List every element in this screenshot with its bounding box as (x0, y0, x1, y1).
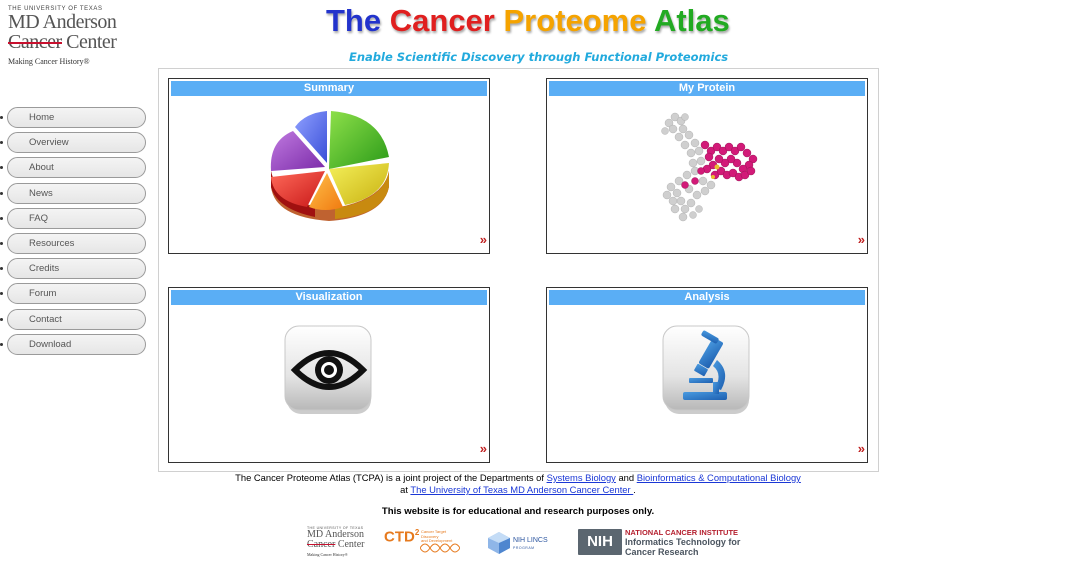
double-chevron-right-icon[interactable]: » (857, 441, 865, 456)
bullet-icon (0, 241, 3, 245)
nav-item-contact[interactable]: Contact (0, 308, 150, 330)
partner-md-line1: MD Anderson (307, 529, 364, 540)
mdanderson-partner-logo[interactable]: THE UNIVERSITY OF TEXAS MD Anderson Canc… (307, 526, 372, 557)
partner-md-university: THE UNIVERSITY OF TEXAS (307, 526, 364, 530)
visualization-card-title[interactable]: Visualization (171, 290, 487, 305)
nav-overview-button[interactable]: Overview (7, 132, 146, 154)
double-chevron-right-icon[interactable]: » (857, 232, 865, 247)
footer-line1-pre: The Cancer Proteome Atlas (TCPA) is a jo… (235, 472, 547, 483)
title-word-4: Atlas (653, 3, 730, 38)
logo-line2-strike: Cancer (8, 31, 62, 53)
nav-item-download[interactable]: Download (0, 333, 150, 355)
nih-lincs-sub: PROGRAM (513, 546, 535, 550)
bullet-icon (0, 216, 3, 220)
nav-item-news[interactable]: News (0, 182, 150, 204)
bullet-icon (0, 342, 3, 346)
footer-line2-post: . (633, 484, 636, 495)
nav-item-about[interactable]: About (0, 157, 150, 179)
nav-item-credits[interactable]: Credits (0, 258, 150, 280)
logo-university: THE UNIVERSITY OF TEXAS (8, 6, 103, 12)
my-protein-card-title[interactable]: My Protein (549, 81, 865, 96)
ctd2-text-1: Cancer Target Discovery (421, 529, 447, 539)
summary-card-title[interactable]: Summary (171, 81, 487, 96)
partner-md-line2-strike: Cancer (307, 539, 336, 550)
bullet-icon (0, 141, 3, 145)
analysis-card-title[interactable]: Analysis (549, 290, 865, 305)
nci-line3: Cancer Research (625, 547, 699, 557)
bullet-icon (0, 166, 3, 170)
page-subtitle: Enable Scientific Discovery through Func… (349, 50, 729, 64)
logo-line2: Cancer Center (8, 32, 143, 52)
dna-helix-icon (420, 543, 460, 553)
nih-lincs-logo[interactable]: NIH LINCS PROGRAM (486, 531, 556, 555)
ctd2-text-2: and Development (421, 538, 453, 543)
bullet-icon (0, 267, 3, 271)
nav-about-button[interactable]: About (7, 157, 146, 179)
nci-line1: NATIONAL CANCER INSTITUTE (625, 528, 739, 537)
visualization-card[interactable]: Visualization » (168, 287, 490, 463)
nci-line2: Informatics Technology for (625, 537, 741, 547)
title-word-3: Proteome (503, 3, 647, 38)
nav-resources-button[interactable]: Resources (7, 232, 146, 254)
nav-forum-button[interactable]: Forum (7, 283, 146, 305)
footer-credits: The Cancer Proteome Atlas (TCPA) is a jo… (0, 472, 1036, 496)
systems-biology-link[interactable]: Systems Biology (546, 472, 616, 483)
bullet-icon (0, 191, 3, 195)
logo-tagline: Making Cancer History® (8, 57, 90, 66)
nav-item-overview[interactable]: Overview (0, 132, 150, 154)
partner-md-line2-rest: Center (335, 539, 365, 550)
partner-md-line2: Cancer Center (307, 540, 372, 550)
main-panel: Summary » My Protein (158, 68, 879, 472)
nav-contact-button[interactable]: Contact (7, 308, 146, 330)
ut-mdanderson-link[interactable]: The University of Texas MD Anderson Canc… (410, 484, 634, 495)
nav-credits-button[interactable]: Credits (7, 258, 146, 280)
summary-card[interactable]: Summary » (168, 78, 490, 254)
logo-line2-rest: Center (61, 31, 117, 53)
partner-logos: THE UNIVERSITY OF TEXAS MD Anderson Canc… (0, 524, 1080, 564)
nih-box: NIH (578, 529, 622, 555)
logo-line1: MD Anderson (8, 11, 117, 33)
sidebar-nav: Home Overview About News FAQ Resources C… (0, 107, 150, 359)
nav-item-resources[interactable]: Resources (0, 232, 150, 254)
double-chevron-right-icon[interactable]: » (479, 441, 487, 456)
eye-icon[interactable] (283, 324, 375, 416)
ctd2-mark: CTD (384, 528, 415, 546)
nav-news-button[interactable]: News (7, 182, 146, 204)
footer-line-1: The Cancer Proteome Atlas (TCPA) is a jo… (0, 472, 1036, 484)
lincs-cube-icon (488, 532, 510, 554)
ctd2-sup: 2 (414, 528, 420, 537)
footer-line-2: at The University of Texas MD Anderson C… (0, 484, 1036, 496)
title-word-2: Cancer (389, 3, 495, 38)
nav-item-forum[interactable]: Forum (0, 283, 150, 305)
disclaimer: This website is for educational and rese… (381, 506, 655, 517)
nav-download-button[interactable]: Download (7, 333, 146, 355)
my-protein-card[interactable]: My Protein » (546, 78, 868, 254)
partner-md-tagline: Making Cancer History® (307, 552, 348, 557)
microscope-icon[interactable] (661, 324, 753, 416)
mdanderson-logo[interactable]: THE UNIVERSITY OF TEXAS MD Anderson Canc… (8, 6, 143, 70)
double-chevron-right-icon[interactable]: » (479, 232, 487, 247)
bioinformatics-link[interactable]: Bioinformatics & Computational Biology (636, 472, 801, 483)
pie-chart-3d-icon[interactable] (265, 105, 395, 221)
nci-itcr-logo[interactable]: NIH NATIONAL CANCER INSTITUTE Informatic… (578, 527, 768, 557)
footer-line2-pre: at (400, 484, 411, 495)
nav-home-button[interactable]: Home (7, 107, 146, 128)
bullet-icon (0, 292, 3, 296)
bullet-icon (0, 116, 3, 119)
protein-molecule-icon[interactable] (655, 105, 765, 225)
nav-faq-button[interactable]: FAQ (7, 207, 146, 229)
page-title: The Cancer Proteome Atlas (326, 3, 730, 39)
title-word-1: The (326, 3, 382, 38)
nih-lincs-name: NIH LINCS (513, 537, 548, 544)
bullet-icon (0, 317, 3, 321)
nav-item-faq[interactable]: FAQ (0, 207, 150, 229)
analysis-card[interactable]: Analysis » (546, 287, 868, 463)
footer-and: and (615, 472, 637, 483)
nav-item-home[interactable]: Home (0, 107, 150, 128)
